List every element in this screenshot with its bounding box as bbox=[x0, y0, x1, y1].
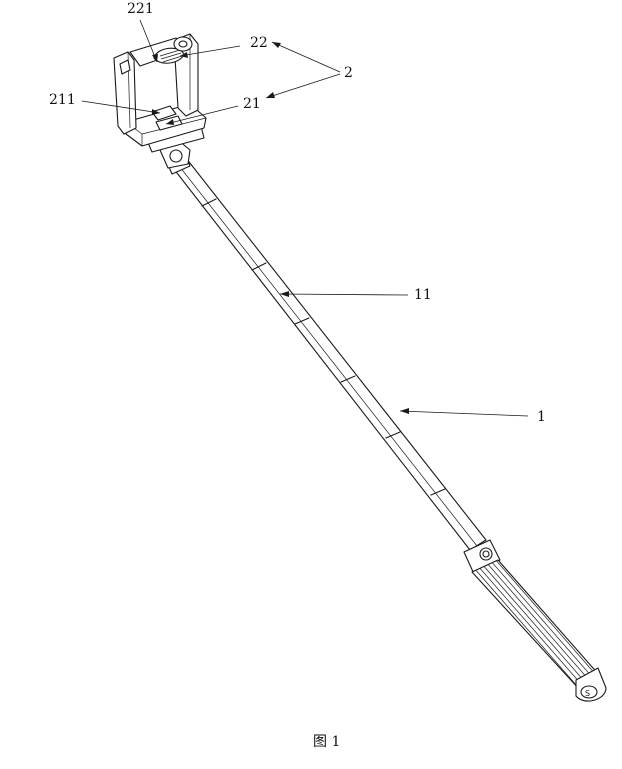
label-11: 11 bbox=[414, 287, 432, 303]
label-22: 22 bbox=[250, 35, 268, 51]
leader-lines bbox=[81, 19, 529, 417]
label-211: 211 bbox=[49, 92, 76, 108]
pole-segment-joints bbox=[201, 198, 446, 496]
label-221: 221 bbox=[127, 1, 154, 17]
figure-caption: 图 1 bbox=[313, 734, 341, 750]
telescopic-pole bbox=[165, 151, 487, 551]
end-cap-logo: S bbox=[585, 689, 590, 698]
label-21: 21 bbox=[243, 96, 261, 112]
handle-grip: S bbox=[463, 539, 607, 702]
label-2: 2 bbox=[344, 65, 353, 81]
label-1: 1 bbox=[537, 409, 546, 425]
